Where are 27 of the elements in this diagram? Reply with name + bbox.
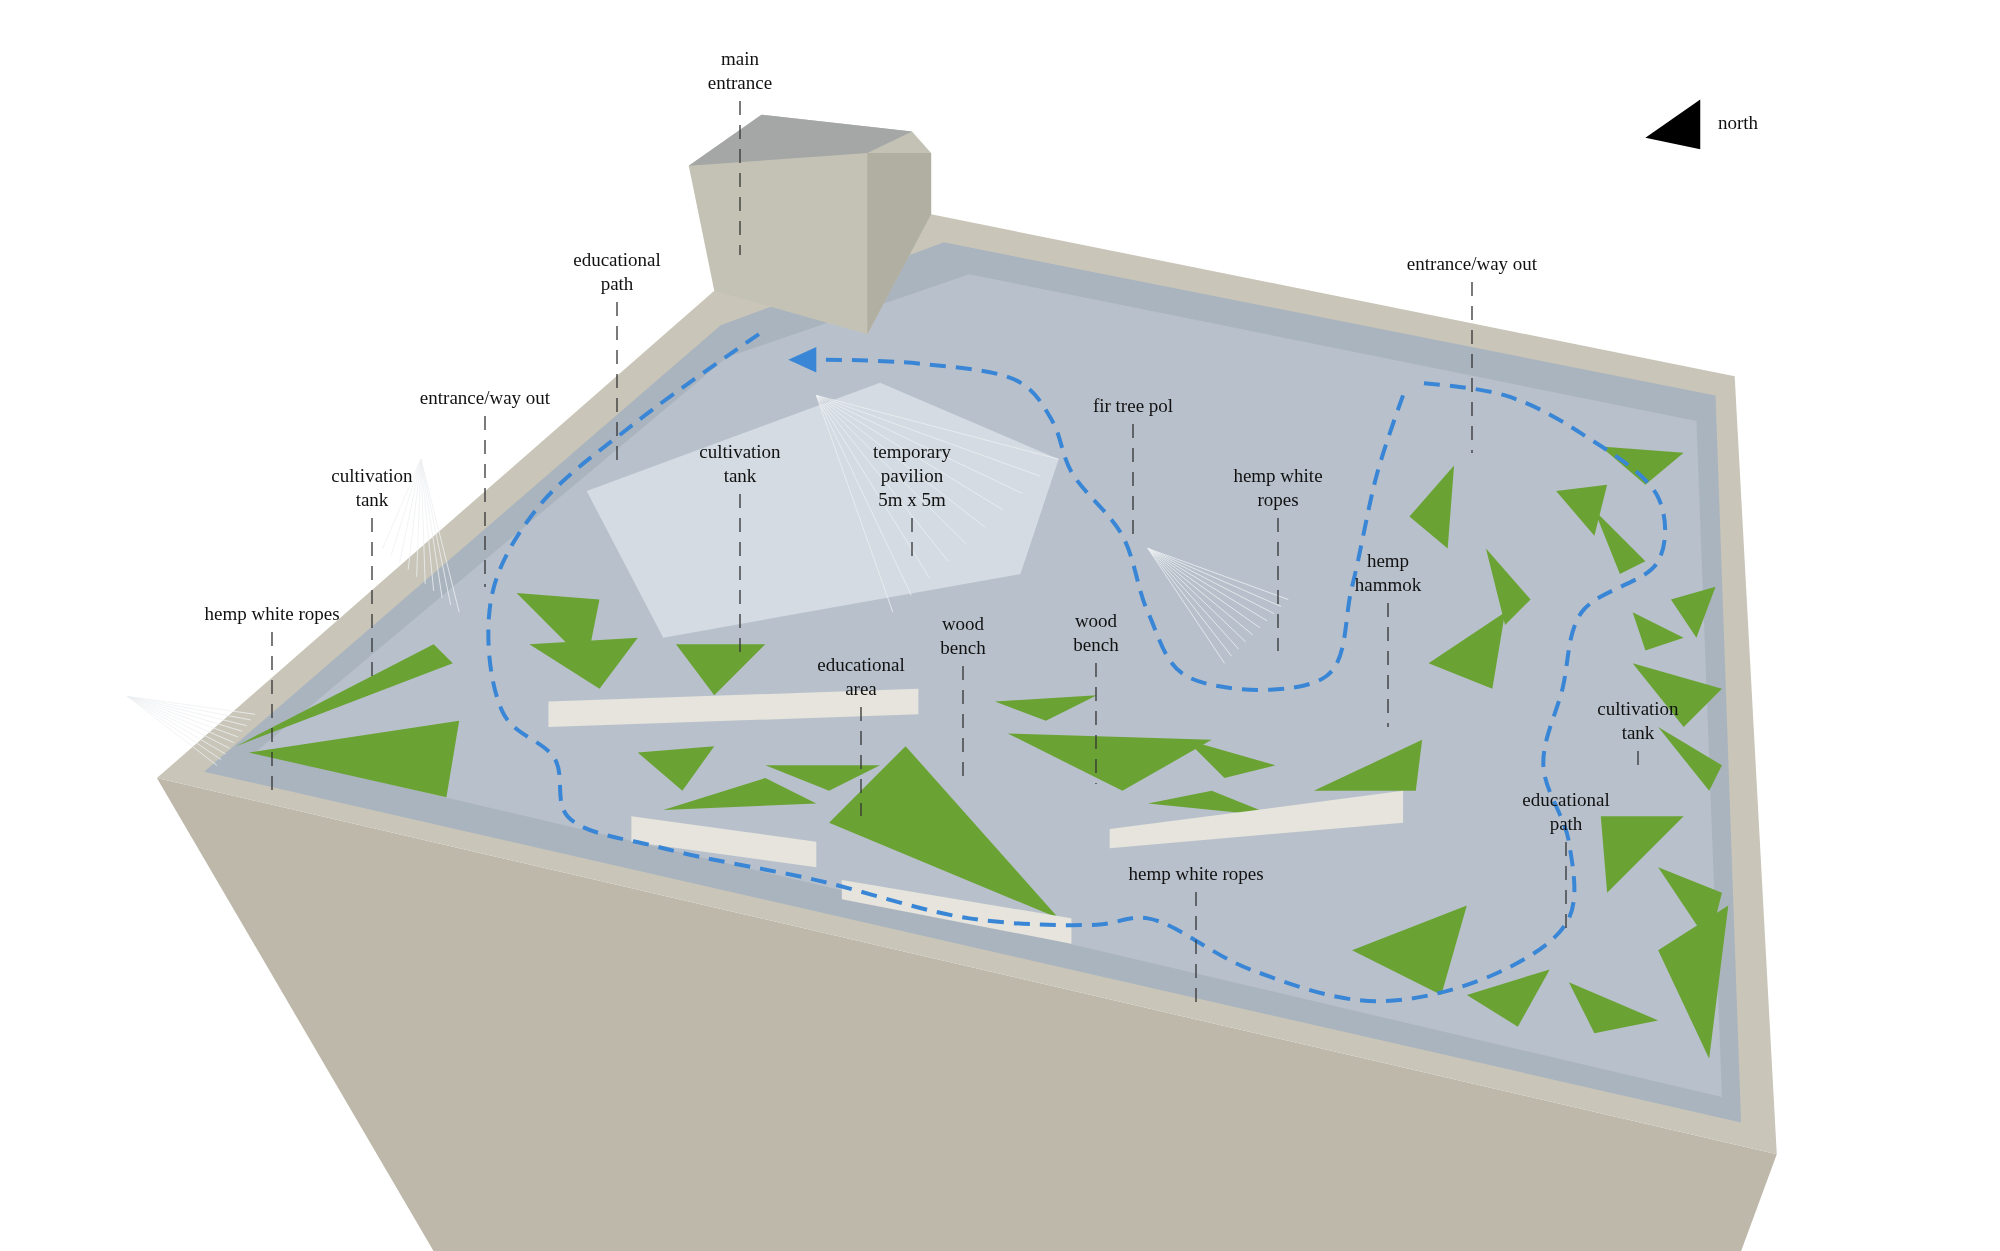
leader-line [1277,517,1279,652]
callout-label: hemp white ropes [1223,464,1333,512]
callout-label: cultivation tank [690,440,790,488]
callout-label: hemp hammok [1348,549,1428,597]
callout-label: entrance/way out [390,386,580,410]
leader-line [484,415,486,588]
leader-line [1095,662,1097,785]
callout-label: hemp white ropes [177,602,367,626]
leader-line [616,301,618,461]
callout-label: temporary pavilion 5m x 5m [869,440,955,512]
callout-label: wood bench [1064,609,1128,657]
leader-line [739,100,741,256]
leader-line [1387,602,1389,728]
leader-line [271,631,273,792]
leader-line [1471,281,1473,454]
callout-label: main entrance [695,47,785,95]
callout-label: cultivation tank [322,464,422,512]
callout-label: educational path [1516,788,1616,836]
leader-line [371,517,373,677]
callout-label: wood bench [931,612,995,660]
callout-label: entrance/way out [1377,252,1567,276]
callout-label: educational area [806,653,916,701]
leader-line [860,706,862,817]
callout-label: fir tree pol [1068,394,1198,418]
compass-label: north [1718,112,1759,134]
callout-label: hemp white ropes [1101,862,1291,886]
callout-label: educational path [557,248,677,296]
